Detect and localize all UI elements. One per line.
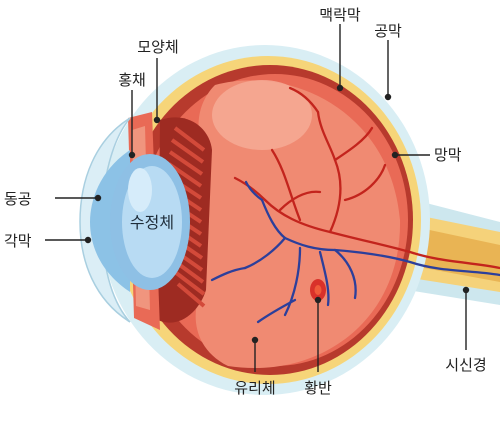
label-ciliary-body: 모양체 [137,38,178,56]
dot-sclera [384,93,392,101]
retinal-veins [210,180,500,324]
label-macula: 황반 [304,379,332,397]
dot-cornea [84,236,92,244]
dot-ciliary [153,116,161,124]
label-optic-nerve: 시신경 [445,356,486,374]
label-vitreous-body: 유리체 [234,379,275,397]
label-retina: 망막 [434,146,462,164]
label-cornea: 각막 [4,232,32,250]
leader-lines [45,24,470,372]
dot-iris [128,151,136,159]
macula-center [314,285,322,295]
dot-macula [314,296,322,304]
vitreous-highlight [212,80,312,150]
dot-pupil [94,194,102,202]
label-choroid: 맥락막 [319,6,361,24]
label-sclera: 공막 [374,22,402,40]
dot-retina [391,151,399,159]
dot-optic-nerve [462,286,470,294]
lens-highlight [128,168,152,212]
label-lens: 수정체 [130,213,174,232]
dot-vitreous [251,336,259,344]
dot-choroid [336,84,344,92]
label-iris: 홍채 [118,71,146,89]
label-pupil: 동공 [4,190,32,208]
